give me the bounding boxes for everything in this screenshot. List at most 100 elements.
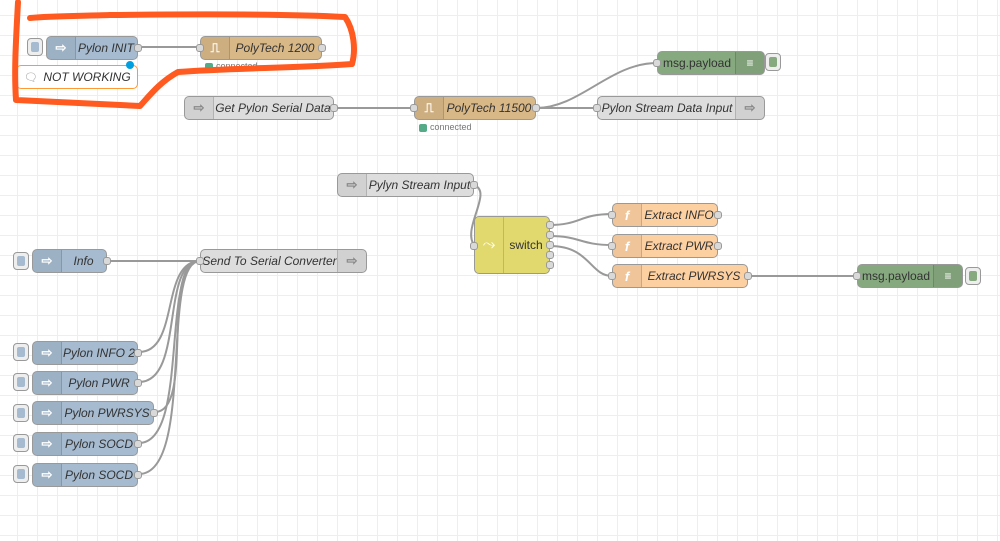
node-label: msg.payload bbox=[662, 56, 732, 70]
input-port[interactable] bbox=[196, 257, 204, 265]
changed-indicator bbox=[126, 61, 134, 69]
debug-msg-payload-node[interactable]: msg.payload ≡ bbox=[853, 264, 963, 288]
send-to-serial-converter-node[interactable]: Send To Serial Converter ⇨ bbox=[196, 249, 367, 273]
output-port[interactable] bbox=[546, 251, 554, 259]
arrow-right-icon: ⇨ bbox=[33, 464, 62, 486]
debug-toggle-button[interactable] bbox=[965, 267, 981, 285]
node-label: NOT WORKING bbox=[43, 70, 131, 84]
output-port[interactable] bbox=[134, 471, 142, 479]
inject-button[interactable] bbox=[13, 252, 29, 270]
input-port[interactable] bbox=[608, 242, 616, 250]
output-port[interactable] bbox=[134, 44, 142, 52]
node-label: Send To Serial Converter bbox=[202, 254, 337, 268]
inject-button[interactable] bbox=[13, 404, 29, 422]
input-port[interactable] bbox=[593, 104, 601, 112]
wire bbox=[549, 245, 613, 277]
arrow-right-icon: ⇨ bbox=[33, 372, 62, 394]
inject-button[interactable] bbox=[13, 465, 29, 483]
node-label: Pylyn Stream Input bbox=[368, 178, 471, 192]
node-label: Extract PWR bbox=[644, 239, 714, 253]
pylon-stream-data-input-node[interactable]: Pylon Stream Data Input ⇨ bbox=[593, 96, 765, 120]
inject-button[interactable] bbox=[13, 373, 29, 391]
input-port[interactable] bbox=[196, 44, 204, 52]
wire bbox=[549, 235, 613, 246]
output-port[interactable] bbox=[103, 257, 111, 265]
node-label: Extract INFO bbox=[644, 208, 714, 222]
node-label: Pylon PWRSYS bbox=[64, 406, 150, 420]
output-port[interactable] bbox=[546, 261, 554, 269]
output-port[interactable] bbox=[150, 409, 158, 417]
polytech-1200-node[interactable]: ⎍ PolyTech 1200 bbox=[196, 36, 326, 60]
node-label: Pylon SOCD bbox=[64, 437, 134, 451]
not-working-comment[interactable]: 🗨 NOT WORKING bbox=[16, 65, 138, 89]
node-label: PolyTech 1200 bbox=[235, 41, 315, 55]
output-port[interactable] bbox=[744, 272, 752, 280]
node-label: Extract PWRSYS bbox=[647, 269, 741, 283]
input-port[interactable] bbox=[653, 59, 661, 67]
output-port[interactable] bbox=[470, 181, 478, 189]
output-port[interactable] bbox=[134, 440, 142, 448]
node-label: Info bbox=[73, 254, 94, 268]
output-port[interactable] bbox=[714, 211, 722, 219]
output-port[interactable] bbox=[714, 242, 722, 250]
extract-pwrsys-node[interactable]: f Extract PWRSYS bbox=[608, 264, 752, 288]
arrow-right-icon: ⇨ bbox=[47, 37, 76, 59]
arrow-right-icon: ⇨ bbox=[33, 402, 62, 424]
pylyn-stream-input-node[interactable]: ⇨ Pylyn Stream Input bbox=[337, 173, 478, 197]
node-label: Pylon INFO 2 bbox=[62, 346, 136, 360]
list-icon: ≡ bbox=[933, 265, 962, 287]
serial-port-icon: ⎍ bbox=[415, 97, 444, 119]
inject-button[interactable] bbox=[13, 343, 29, 361]
extract-info-node[interactable]: f Extract INFO bbox=[608, 203, 722, 227]
output-port[interactable] bbox=[532, 104, 540, 112]
node-status: connected bbox=[419, 122, 472, 132]
pylon-pwrsys-node[interactable]: ⇨ Pylon PWRSYS bbox=[32, 401, 158, 425]
pylon-init-node[interactable]: ⇨ Pylon INIT bbox=[46, 36, 142, 60]
input-port[interactable] bbox=[608, 211, 616, 219]
output-port[interactable] bbox=[546, 221, 554, 229]
node-label: Pylon Stream Data Input bbox=[601, 101, 733, 115]
get-pylon-serial-data-node[interactable]: ⇨ Get Pylon Serial Data bbox=[184, 96, 338, 120]
node-label: msg.payload bbox=[861, 269, 931, 283]
node-label: Pylon PWR bbox=[68, 376, 130, 390]
status-dot-icon bbox=[419, 123, 427, 132]
switch-node[interactable]: ⤳ switch bbox=[470, 216, 554, 274]
input-port[interactable] bbox=[853, 272, 861, 280]
input-port[interactable] bbox=[410, 104, 418, 112]
debug-toggle-button[interactable] bbox=[765, 53, 781, 71]
node-status: connected bbox=[205, 61, 258, 71]
output-port[interactable] bbox=[134, 349, 142, 357]
info-node[interactable]: ⇨ Info bbox=[32, 249, 111, 273]
inject-button[interactable] bbox=[27, 38, 43, 56]
wire bbox=[535, 62, 658, 109]
link-arrow-icon: ⇨ bbox=[185, 97, 214, 119]
output-port[interactable] bbox=[330, 104, 338, 112]
wire bbox=[549, 213, 613, 226]
node-label: switch bbox=[509, 238, 543, 252]
node-label: PolyTech 11500 bbox=[446, 101, 532, 115]
pylon-pwr-node[interactable]: ⇨ Pylon PWR bbox=[32, 371, 142, 395]
wire bbox=[470, 184, 482, 247]
output-port[interactable] bbox=[134, 379, 142, 387]
function-icon: f bbox=[613, 204, 642, 226]
output-port[interactable] bbox=[546, 231, 554, 239]
output-port[interactable] bbox=[318, 44, 326, 52]
input-port[interactable] bbox=[470, 242, 478, 250]
debug-msg-payload-node[interactable]: msg.payload ≡ bbox=[653, 51, 765, 75]
polytech-11500-node[interactable]: ⎍ PolyTech 11500 bbox=[410, 96, 540, 120]
extract-pwr-node[interactable]: f Extract PWR bbox=[608, 234, 722, 258]
pylon-socd-node[interactable]: ⇨ Pylon SOCD bbox=[32, 463, 142, 487]
node-label: Pylon SOCD bbox=[64, 468, 134, 482]
arrow-right-icon: ⇨ bbox=[33, 342, 62, 364]
wire bbox=[138, 260, 201, 475]
input-port[interactable] bbox=[608, 272, 616, 280]
link-arrow-icon: ⇨ bbox=[338, 174, 367, 196]
output-port[interactable] bbox=[546, 241, 554, 249]
inject-button[interactable] bbox=[13, 434, 29, 452]
list-icon: ≡ bbox=[735, 52, 764, 74]
link-arrow-icon: ⇨ bbox=[735, 97, 764, 119]
pylon-info-2-node[interactable]: ⇨ Pylon INFO 2 bbox=[32, 341, 142, 365]
pylon-socd-node[interactable]: ⇨ Pylon SOCD bbox=[32, 432, 142, 456]
